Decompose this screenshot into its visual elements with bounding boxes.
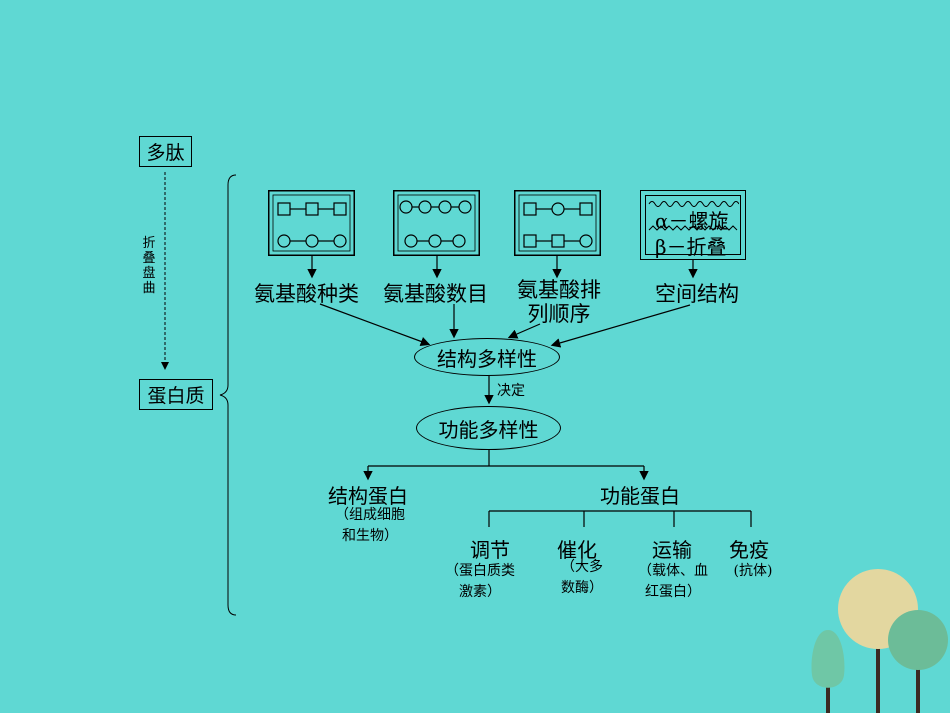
protein-label: 蛋白质 <box>147 385 205 407</box>
structure-diversity-ellipse: 结构多样性 <box>414 338 560 376</box>
function-diversity-ellipse: 功能多样性 <box>416 406 561 450</box>
circle-chain-icon <box>277 234 347 248</box>
immunity-label: 免疫 <box>729 538 769 562</box>
decides-label: 决定 <box>497 383 525 399</box>
mixed-chain-icon-1 <box>523 202 593 216</box>
mixed-chain-icon-2 <box>523 234 593 248</box>
catalysis-note: （大多 数酶） <box>546 557 618 599</box>
regulation-note: （蛋白质类 激素） <box>432 561 528 603</box>
fold-label: 折叠盘曲 <box>142 236 156 296</box>
functional-protein-label: 功能蛋白 <box>600 484 680 508</box>
function-diversity-label: 功能多样性 <box>438 417 539 442</box>
amino-order-label-line2: 列顺序 <box>527 302 591 326</box>
protein-box: 蛋白质 <box>139 379 213 410</box>
transport-note: （载体、血 红蛋白） <box>625 561 721 603</box>
amino-number-box <box>393 190 480 256</box>
spatial-structure-box: α－螺旋 β－折叠 <box>640 190 746 260</box>
amino-order-label: 氨基酸排 列顺序 <box>517 278 601 326</box>
regulation-note-line1: （蛋白质类 <box>445 563 515 579</box>
structural-note-line2: 和生物） <box>342 528 398 544</box>
immunity-note: (抗体) <box>733 563 773 579</box>
transport-note-line2: 红蛋白） <box>645 584 701 600</box>
amino-order-box <box>514 190 601 256</box>
structural-protein-label: 结构蛋白 <box>328 484 408 508</box>
tree-right-icon <box>888 610 948 713</box>
catalysis-label: 催化 <box>557 538 597 562</box>
catalysis-note-line1: （大多 <box>561 559 603 575</box>
catalysis-note-line2: 数酶） <box>561 580 603 596</box>
amino-number-label: 氨基酸数目 <box>383 282 488 306</box>
peptide-box: 多肽 <box>139 136 192 167</box>
trees-illustration <box>811 569 948 713</box>
short-circle-chain-icon <box>404 234 466 248</box>
amino-kinds-box <box>268 190 355 256</box>
amino-order-label-line1: 氨基酸排 <box>517 278 601 302</box>
tree-left-icon <box>811 630 845 713</box>
spatial-structure-label: 空间结构 <box>655 282 739 306</box>
transport-note-line1: （载体、血 <box>638 563 708 579</box>
structural-protein-note: （组成细胞 和生物） <box>322 505 418 547</box>
long-circle-chain-icon <box>399 200 472 214</box>
structural-note-line1: （组成细胞 <box>335 507 405 523</box>
peptide-label: 多肽 <box>146 142 185 164</box>
beta-sheet-label: β－折叠 <box>655 235 727 259</box>
structure-diversity-label: 结构多样性 <box>437 346 537 371</box>
square-chain-icon <box>277 202 347 216</box>
transport-label: 运输 <box>652 538 692 562</box>
amino-kinds-label: 氨基酸种类 <box>254 282 359 306</box>
regulation-note-line2: 激素） <box>459 584 501 600</box>
alpha-helix-label: α－螺旋 <box>655 209 729 233</box>
regulation-label: 调节 <box>470 538 510 562</box>
helix-sheet-icon <box>648 201 739 231</box>
